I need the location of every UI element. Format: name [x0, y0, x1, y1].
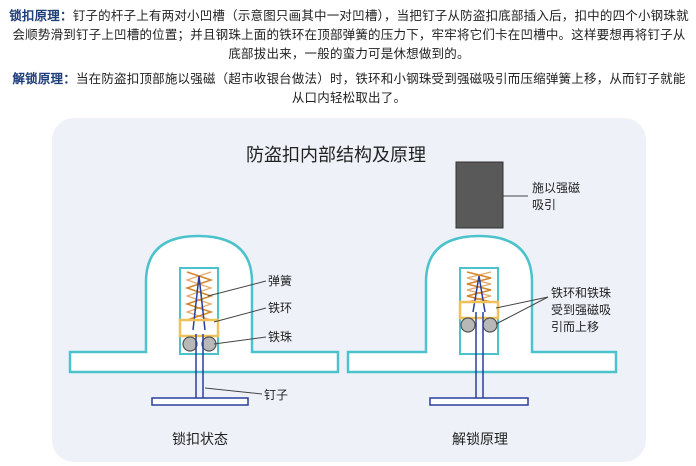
move-label-line-1: 铁环和铁珠 — [551, 286, 611, 300]
magnet-label-line-2: 吸引 — [532, 198, 556, 212]
unlock-principle-text: 当在防盗扣顶部施以强磁（超市收银台做法）时，铁环和小钢珠受到强磁吸引而压缩弹簧上… — [75, 71, 686, 105]
move-label-line-3: 引而上移 — [551, 320, 599, 334]
diagram-title: 防盗扣内部结构及原理 — [246, 145, 426, 166]
right-nail-tip — [472, 275, 486, 313]
right-spring-back — [466, 271, 492, 303]
move-label-line-2: 受到强磁吸 — [551, 302, 611, 317]
nail-leader-line — [204, 387, 263, 395]
left-nail-tip — [192, 275, 206, 331]
unlock-principle-paragraph: 解锁原理：当在防盗扣顶部施以强磁（超市收银台做法）时，铁环和小钢珠受到强磁吸引而… — [8, 69, 690, 107]
unlock-principle-caption: 解锁原理 — [452, 432, 508, 448]
unlock-principle-figure: 施以强磁 吸引 铁环和铁珠 受到强磁吸 引而上移 解锁原理 — [346, 161, 618, 448]
ball-leader-line — [213, 336, 267, 345]
magnet-block — [455, 161, 504, 229]
left-spring-back — [185, 271, 213, 321]
ball-label: 铁珠 — [268, 330, 292, 344]
right-steel-ball — [482, 317, 498, 333]
lock-principle-text: 钉子的杆子上有两对小凹槽（示意图只画其中一对凹槽），当把钉子从防盗扣底部插入后，… — [12, 8, 689, 61]
unlock-principle-heading: 解锁原理： — [12, 71, 76, 86]
locked-state-figure: 弹簧 铁环 铁珠 钉子 锁扣状态 — [68, 234, 340, 448]
ring-label: 铁环 — [268, 301, 292, 315]
left-nail-head — [151, 397, 249, 406]
move-leader-line — [495, 296, 549, 325]
right-steel-ball — [460, 317, 476, 333]
right-iron-ring — [458, 300, 500, 320]
right-nail-head — [429, 397, 529, 406]
left-steel-ball — [182, 336, 198, 352]
right-inner-chamber — [459, 267, 499, 355]
locked-state-caption: 锁扣状态 — [172, 432, 228, 448]
spring-leader-line — [207, 280, 267, 297]
left-spring — [184, 271, 214, 321]
left-steel-ball — [201, 336, 217, 352]
left-iron-ring — [178, 318, 220, 338]
move-leader-line — [495, 296, 549, 309]
lock-principle-paragraph: 锁扣原理：钉子的杆子上有两对小凹槽（示意图只画其中一对凹槽），当把钉子从防盗扣底… — [8, 6, 690, 63]
lock-principle-heading: 锁扣原理： — [9, 8, 73, 23]
spring-label: 弹簧 — [268, 273, 292, 288]
nail-label: 钉子 — [264, 388, 288, 402]
magnet-label-line-1: 施以强磁 — [532, 180, 580, 195]
ring-leader-line — [213, 307, 267, 323]
